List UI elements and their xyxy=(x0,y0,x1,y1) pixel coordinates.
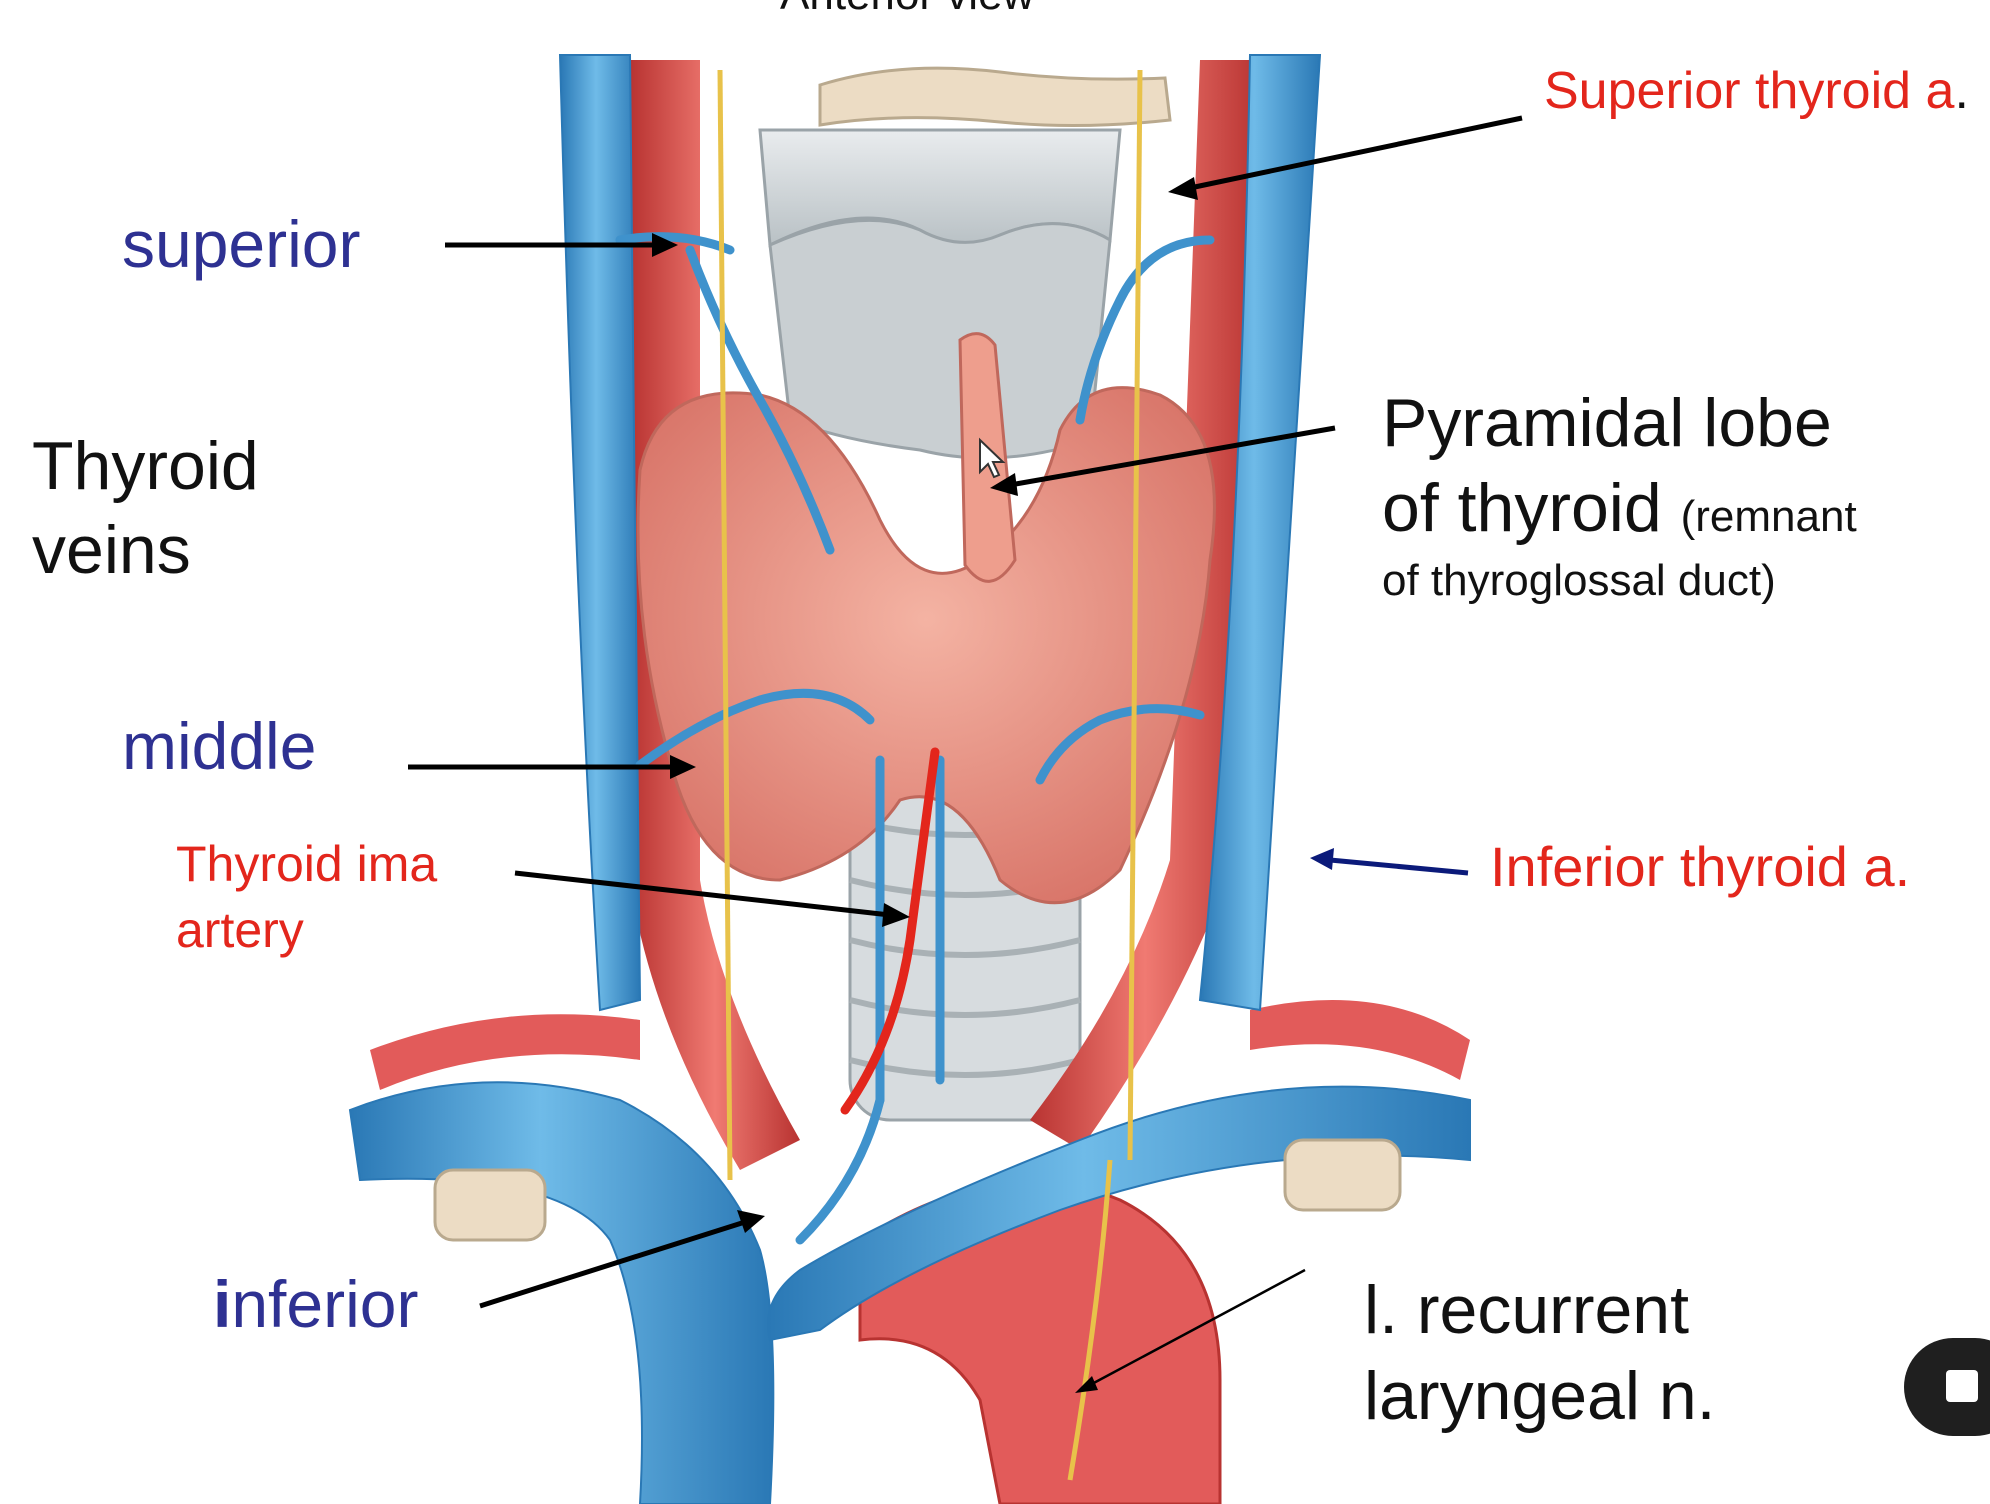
arrow-inferior-thyroid-a xyxy=(1310,848,1469,876)
arrow-recurrent-laryngeal xyxy=(1075,1268,1306,1393)
label-inferior-thyroid-a: Inferior thyroid a. xyxy=(1490,835,1911,898)
label-pyramidal-line3: of thyroglossal duct) xyxy=(1382,556,1776,605)
label-recurrent-line1: l. recurrent xyxy=(1364,1272,1689,1348)
label-thyroid-veins-line2: veins xyxy=(32,512,191,588)
internal-jugular-veins xyxy=(558,54,1322,1012)
label-thyroid-ima-line2: artery xyxy=(176,902,304,958)
stop-icon xyxy=(1946,1370,1978,1402)
top-caption: Anterior view xyxy=(780,0,1034,19)
hyoid-bone xyxy=(818,66,1172,128)
label-middle-vein: middle xyxy=(122,709,317,783)
arrow-superior-thyroid-a xyxy=(1168,115,1523,200)
subclavian-arteries xyxy=(370,1000,1470,1090)
label-pyramidal-remnant: (remnant xyxy=(1680,492,1857,541)
label-superior-thyroid-a-text: Superior thyroid a xyxy=(1544,62,1955,120)
label-superior-vein: superior xyxy=(122,207,361,281)
arrow-pyramidal-lobe xyxy=(990,425,1336,496)
label-pyramidal-line1: Pyramidal lobe xyxy=(1382,385,1832,461)
label-thyroid-veins-line1: Thyroid xyxy=(32,428,259,504)
thyroid-cartilage xyxy=(758,128,1122,460)
label-arrows xyxy=(408,115,1523,1393)
clavicle-stumps xyxy=(433,1138,1402,1242)
label-pyramidal-of-thyroid: of thyroid xyxy=(1382,470,1662,546)
label-pyramidal-line2: of thyroid (remnant xyxy=(1382,470,1857,546)
nerves xyxy=(717,69,1143,1481)
thyroid-ima-artery-line xyxy=(840,747,940,1115)
label-inferior-first-letter: i xyxy=(213,1267,232,1341)
arrow-thyroid-ima xyxy=(514,870,910,927)
arrow-middle-vein xyxy=(408,755,696,779)
stop-recording-button[interactable] xyxy=(1904,1338,1990,1436)
label-superior-thyroid-a-dot: . xyxy=(1954,62,1969,120)
label-inferior-rest: nferior xyxy=(231,1267,419,1341)
label-thyroid-ima-line1: Thyroid ima xyxy=(176,836,438,892)
label-recurrent-line2: laryngeal n. xyxy=(1364,1358,1716,1434)
label-superior-thyroid-a: Superior thyroid a. xyxy=(1544,62,1969,120)
arrow-superior-vein xyxy=(445,233,678,257)
cursor-icon xyxy=(979,437,1006,479)
arrow-inferior-vein xyxy=(479,1210,765,1309)
label-inferior-vein: inferior xyxy=(213,1267,419,1342)
